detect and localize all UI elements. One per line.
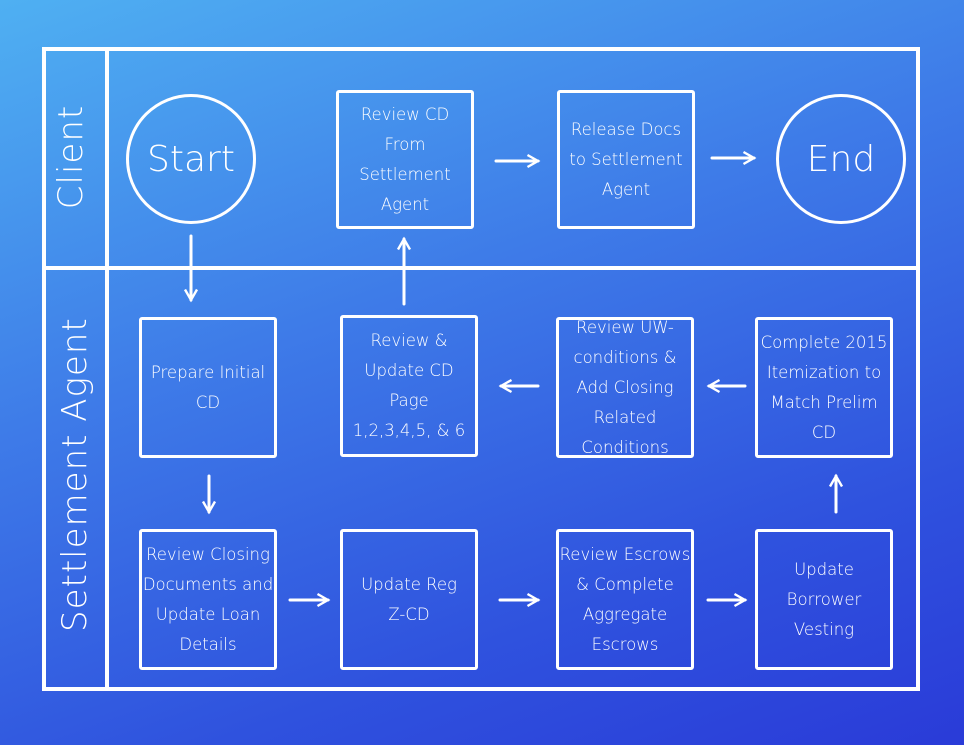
review-escrows-box: Review Escrows & Complete Aggregate Escr… <box>556 529 694 670</box>
lane-divider <box>42 266 920 270</box>
swimlane-frame <box>42 47 920 691</box>
release-docs-box: Release Docs to Settlement Agent <box>557 90 695 229</box>
review-update-cd-box: Review & Update CD Page 1,2,3,4,5, & 6 <box>340 315 478 457</box>
end-node: End <box>776 94 906 224</box>
update-borrower-vesting-box: Update Borrower Vesting <box>755 529 893 670</box>
start-node: Start <box>126 94 256 224</box>
review-cd-box: Review CD From Settlement Agent <box>336 90 474 229</box>
lane-header-divider <box>105 47 109 691</box>
complete-2015-itemization-box: Complete 2015 Itemization to Match Preli… <box>755 317 893 458</box>
update-reg-z-cd-box: Update Reg Z-CD <box>340 529 478 670</box>
review-closing-documents-box: Review Closing Documents and Update Loan… <box>139 529 277 670</box>
review-uw-conditions-box: Review UW-conditions & Add Closing Relat… <box>556 317 694 458</box>
prepare-initial-cd-box: Prepare Initial CD <box>139 317 277 458</box>
